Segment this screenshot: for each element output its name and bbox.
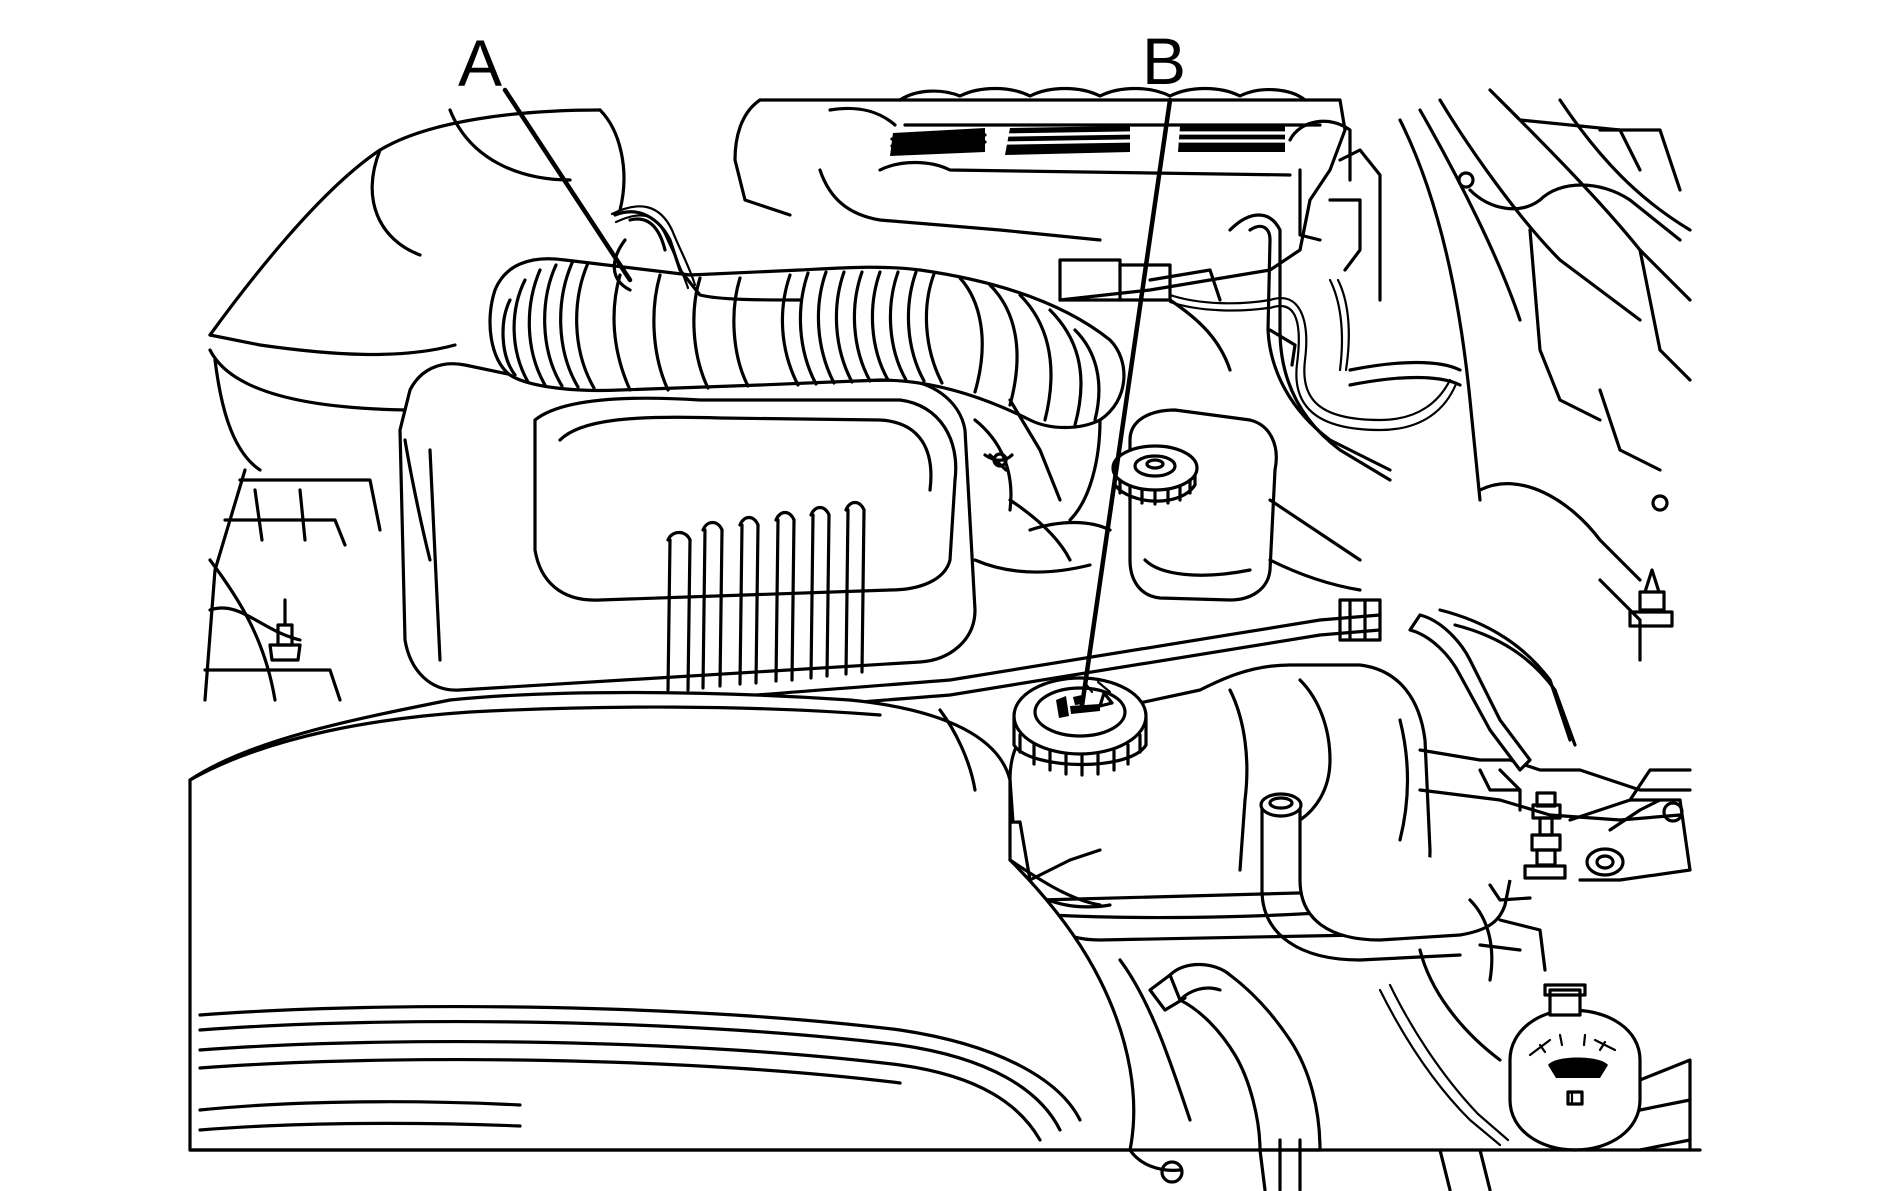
cover-vent-right <box>1178 126 1287 152</box>
cover-vent-left <box>890 128 987 156</box>
surge-tank-cap <box>1111 444 1199 506</box>
heater-hose <box>1408 608 1577 982</box>
ground-stud-upper <box>1628 568 1674 628</box>
callout-a-label: A <box>458 26 502 100</box>
bottom-frame <box>188 1148 1702 1191</box>
callout-a-leader <box>502 87 633 283</box>
coolant-reservoir <box>922 663 1512 962</box>
right-fender-structure <box>1478 98 1692 662</box>
callout-b: B <box>1079 24 1186 709</box>
engine-cover <box>733 86 1347 302</box>
air-cleaner-box <box>398 362 977 692</box>
callout-a: A <box>458 26 633 283</box>
callout-b-label: B <box>1142 24 1186 98</box>
left-fender-structure <box>203 108 626 702</box>
coolant-reservoir-cap <box>1012 676 1148 777</box>
mounting-bolt-stack <box>1523 791 1567 880</box>
air-intake-duct <box>488 205 1126 430</box>
callout-b-leader <box>1079 97 1173 709</box>
radiator-fan-shroud <box>188 690 1136 1152</box>
coolant-surge-tank <box>1111 408 1362 602</box>
radiator-support-bracket <box>1418 748 1692 882</box>
washer-fluid-reservoir <box>1378 948 1692 1152</box>
cover-vent-mid <box>1005 126 1132 155</box>
lower-radiator-hose <box>1118 958 1322 1191</box>
right-wiring-and-hoses <box>1168 88 1682 512</box>
